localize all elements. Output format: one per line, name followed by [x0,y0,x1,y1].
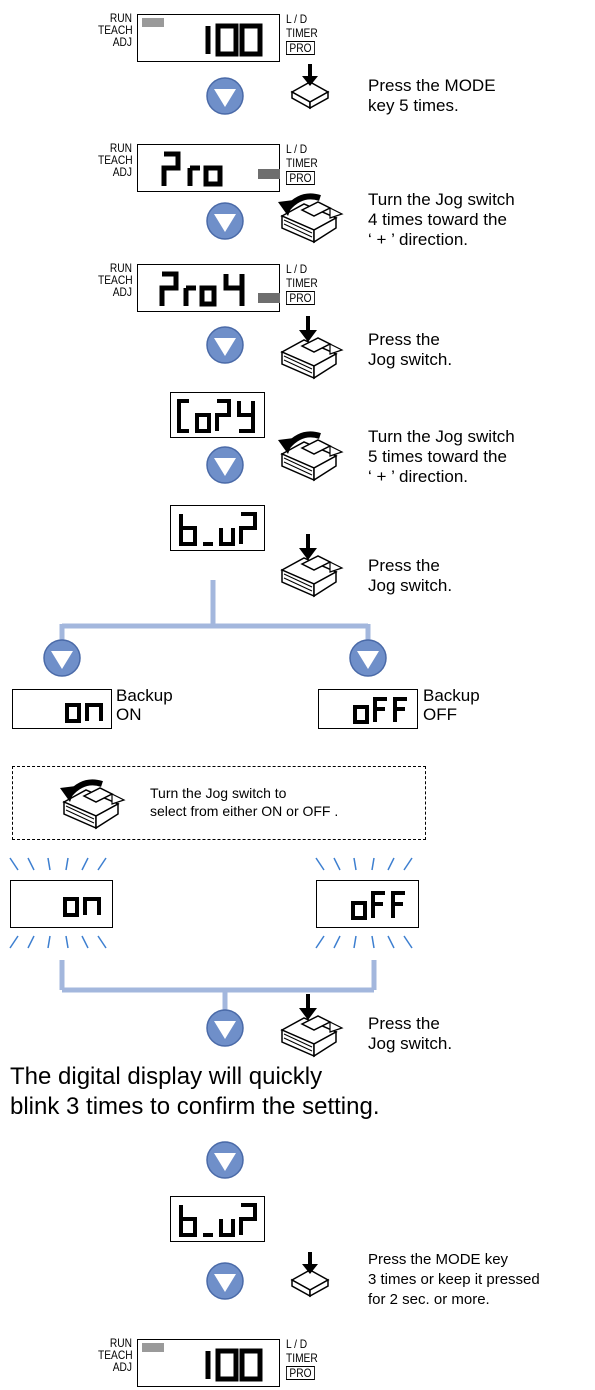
select-note-box [12,766,426,840]
timer-label: TIMER [286,156,318,170]
seg-100-readout [205,23,263,57]
step-1-instruction: Press the MODE key 5 times. [368,76,496,115]
confirm-text: The digital display will quickly blink 3… [10,1063,380,1120]
ld-label: L / D [286,142,308,156]
indicator-bar [258,169,280,179]
down-arrow-left [43,639,81,677]
blink-rays-bottom-right [315,935,413,949]
run-teach-adj-label: RUN TEACH ADJ [98,261,133,299]
pro-label: PRO [286,1366,315,1380]
pro-label: PRO [286,41,315,55]
run-teach-adj-label: RUN TEACH ADJ [98,1336,133,1374]
seg-pro4-readout [159,271,245,307]
jog-press-icon [280,1008,350,1063]
down-arrow-5 [206,1009,244,1047]
step-6-instruction: Press the Jog switch. [368,1014,453,1053]
blinking-on-display [10,880,113,928]
pro-label: PRO [286,171,315,185]
pro-label: PRO [286,291,315,305]
step-3-instruction: Press the Jog switch. [368,330,453,369]
seg-bup-readout [179,512,257,546]
seg-bup-readout [179,1203,257,1237]
seg-off-readout [353,697,407,724]
mode-key-icon [291,1251,329,1297]
blink-rays-top-left [9,857,107,871]
ld-label: L / D [286,262,308,276]
seg-on-readout [65,703,103,723]
seg-pro-readout [161,151,223,187]
jog-turn-icon [62,780,132,835]
on-display [12,689,112,729]
bup-display [170,1196,265,1242]
seg-off-readout [351,891,405,920]
blinking-off-display [316,880,419,928]
step-4-instruction: Turn the Jog switch 5 times toward the ‘… [368,427,515,486]
run-teach-adj-label: RUN TEACH ADJ [98,11,133,49]
backup-on-label: Backup ON [116,686,173,724]
backup-off-label: Backup OFF [423,686,480,724]
seg-copy-readout [177,399,255,433]
step-7-instruction: Press the MODE key 3 times or keep it pr… [368,1251,540,1308]
down-arrow-6 [206,1141,244,1179]
indicator-bar [142,1343,164,1352]
indicator-bar [142,18,164,27]
blink-rays-top-right [315,857,413,871]
down-arrow-7 [206,1262,244,1300]
blink-rays-bottom-left [9,935,107,949]
run-teach-adj-label: RUN TEACH ADJ [98,141,133,179]
ld-label: L / D [286,12,308,26]
seg-on-readout [63,897,101,917]
select-note-text: Turn the Jog switch to select from eithe… [150,785,339,819]
down-arrow-right [349,639,387,677]
bup-display [170,505,265,551]
copy-display [170,392,265,438]
off-display [318,689,418,729]
ld-label: L / D [286,1337,308,1351]
timer-label: TIMER [286,26,318,40]
step-5-instruction: Press the Jog switch. [368,556,453,595]
step-2-instruction: Turn the Jog switch 4 times toward the ‘… [368,190,515,249]
seg-100-readout [205,1348,263,1382]
timer-label: TIMER [286,276,318,290]
timer-label: TIMER [286,1351,318,1365]
indicator-bar [258,293,280,303]
